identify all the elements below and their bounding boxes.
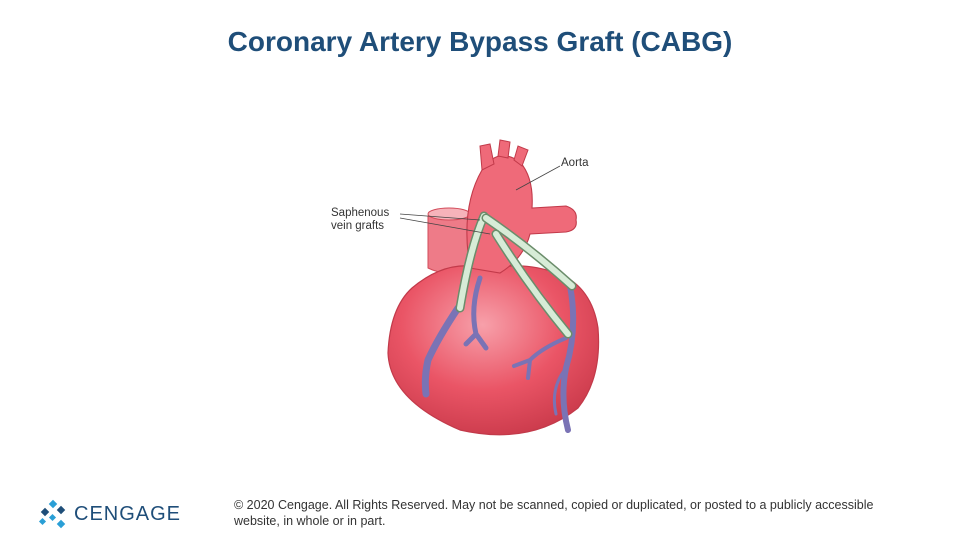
saphenous-label: Saphenous vein grafts: [331, 207, 389, 233]
aortic-branch-1: [479, 143, 495, 171]
aorta-label: Aorta: [561, 157, 589, 169]
saphenous-label-line2: vein grafts: [331, 220, 385, 232]
saphenous-vein-grafts: [455, 211, 577, 339]
pulmonary-trunk: [427, 215, 471, 274]
aortic-branch-3: [513, 145, 529, 167]
slide-title: Coronary Artery Bypass Graft (CABG): [227, 26, 733, 57]
aortic-arch: [466, 155, 577, 274]
copyright-notice: © 2020 Cengage. All Rights Reserved. May…: [234, 498, 874, 528]
brand-name: CENGAGE: [74, 503, 182, 525]
coronary-vessels: [421, 275, 577, 433]
pulmonary-trunk-top: [427, 207, 471, 221]
saphenous-label-line1: Saphenous: [331, 207, 390, 219]
aortic-branch-2: [497, 139, 511, 159]
heart-diagram: [387, 139, 600, 436]
cengage-logo-icon: [38, 499, 66, 529]
label-leaders: [399, 165, 561, 235]
